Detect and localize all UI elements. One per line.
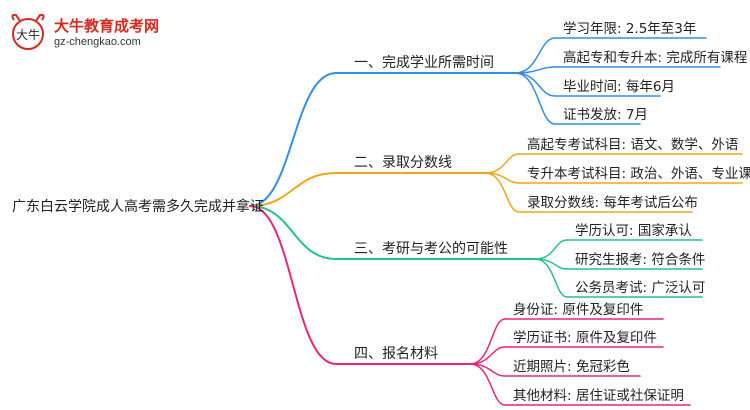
site-logo[interactable]: 大牛 大牛教育成考网 gz-chengkao.com <box>8 12 168 52</box>
logo-title: 大牛教育成考网 <box>54 17 160 35</box>
leaf-label: 研究生报考: 符合条件 <box>575 252 706 268</box>
leaf-label: 学历证书: 原件及复印件 <box>513 330 657 346</box>
leaf-label: 高起专和专升本: 完成所有课程 <box>563 50 748 66</box>
logo-url: gz-chengkao.com <box>54 36 141 48</box>
root-topic: 广东白云学院成人高考需多久完成并拿证 <box>12 199 264 215</box>
leaf-connector <box>534 239 568 260</box>
bull-logo-icon: 大牛 <box>11 13 45 50</box>
leaf-label: 近期照片: 免冠彩色 <box>513 359 630 375</box>
branch-label: 一、完成学业所需时间 <box>354 55 494 71</box>
branch-connector <box>249 72 337 207</box>
branch-connector <box>249 205 337 260</box>
leaf-connector <box>514 37 556 74</box>
leaf-label: 证书发放: 7月 <box>563 107 648 123</box>
logo-mark-text: 大牛 <box>16 27 40 42</box>
leaf-label: 公务员考试: 广泛认可 <box>575 280 706 296</box>
branch-label: 四、报名材料 <box>354 346 438 362</box>
leaf-connector <box>514 66 556 74</box>
leaf-connector <box>484 172 520 213</box>
leaf-connector <box>469 363 506 406</box>
branch-connector <box>249 172 337 207</box>
leaf-label: 毕业时间: 每年6月 <box>563 79 675 95</box>
leaf-connector <box>484 153 520 174</box>
leaf-label: 高起专考试科目: 语文、数学、外语 <box>527 137 739 153</box>
leaf-label: 录取分数线: 每年考试后公布 <box>527 195 698 211</box>
leaf-label: 其他材料: 居住证或社保证明 <box>513 388 684 404</box>
branch-connector <box>249 205 337 365</box>
branch-label: 二、录取分数线 <box>354 155 452 171</box>
leaf-connector <box>514 72 556 125</box>
leaf-connector <box>534 258 568 298</box>
branch-label: 三、考研与考公的可能性 <box>354 241 508 257</box>
leaf-label: 学历认可: 国家承认 <box>575 223 692 239</box>
leaf-connector <box>469 363 506 377</box>
leaf-connector <box>469 318 506 365</box>
leaf-label: 学习年限: 2.5年至3年 <box>563 21 697 37</box>
leaf-label: 身份证: 原件及复印件 <box>513 302 644 318</box>
leaf-label: 专升本考试科目: 政治、外语、专业课 <box>527 166 750 182</box>
